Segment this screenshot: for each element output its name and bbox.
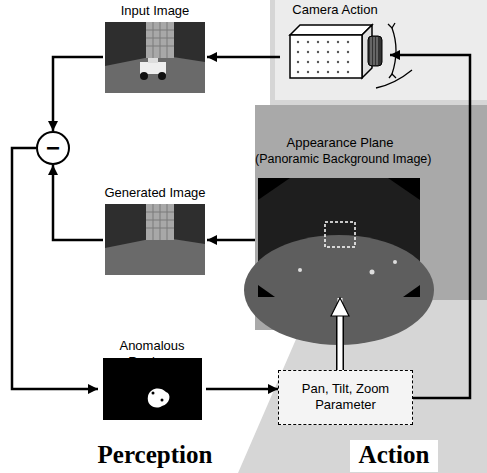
camera-icon [290, 23, 412, 88]
operator-symbol: − [46, 136, 60, 160]
flow-arrow [206, 388, 278, 391]
image-panel: Generated Image [103, 185, 207, 275]
panel-subheading: (Panoramic Background Image) [255, 151, 425, 167]
generated-image-art [105, 204, 205, 275]
flow-arrow [207, 56, 280, 59]
appearance-plane: Appearance Plane(Panoramic Background Im… [255, 135, 425, 298]
process-box: Pan, Tilt, Zoom Parameter [278, 370, 413, 425]
hollow-arrow [338, 298, 343, 370]
flow-arrow [53, 165, 103, 240]
camera-region [275, 0, 487, 100]
input-image-art [105, 22, 205, 93]
panel-heading: Input Image [103, 3, 207, 19]
image-panel: Input Image [103, 3, 207, 94]
box-label: Pan, Tilt, Zoom Parameter [285, 381, 406, 413]
panel-heading: Appearance Plane [255, 135, 425, 151]
flow-arrow [390, 55, 470, 398]
flow-arrow [12, 148, 98, 389]
subtract-operator: − [36, 131, 70, 165]
panel-heading: Generated Image [103, 185, 207, 201]
panel-heading: Anomalous Regions [98, 338, 206, 370]
camera-action: Camera Action [280, 2, 390, 82]
action-region [238, 0, 487, 473]
arrow-outline [336, 312, 344, 370]
flow-arrow [53, 57, 103, 131]
panorama-art [244, 178, 434, 345]
panel-heading: Camera Action [280, 2, 390, 18]
image-panel: Anomalous Regions [98, 338, 206, 422]
section-label: Action [350, 440, 438, 472]
section-label: Perception [86, 440, 224, 472]
flow-arrow [207, 239, 255, 242]
